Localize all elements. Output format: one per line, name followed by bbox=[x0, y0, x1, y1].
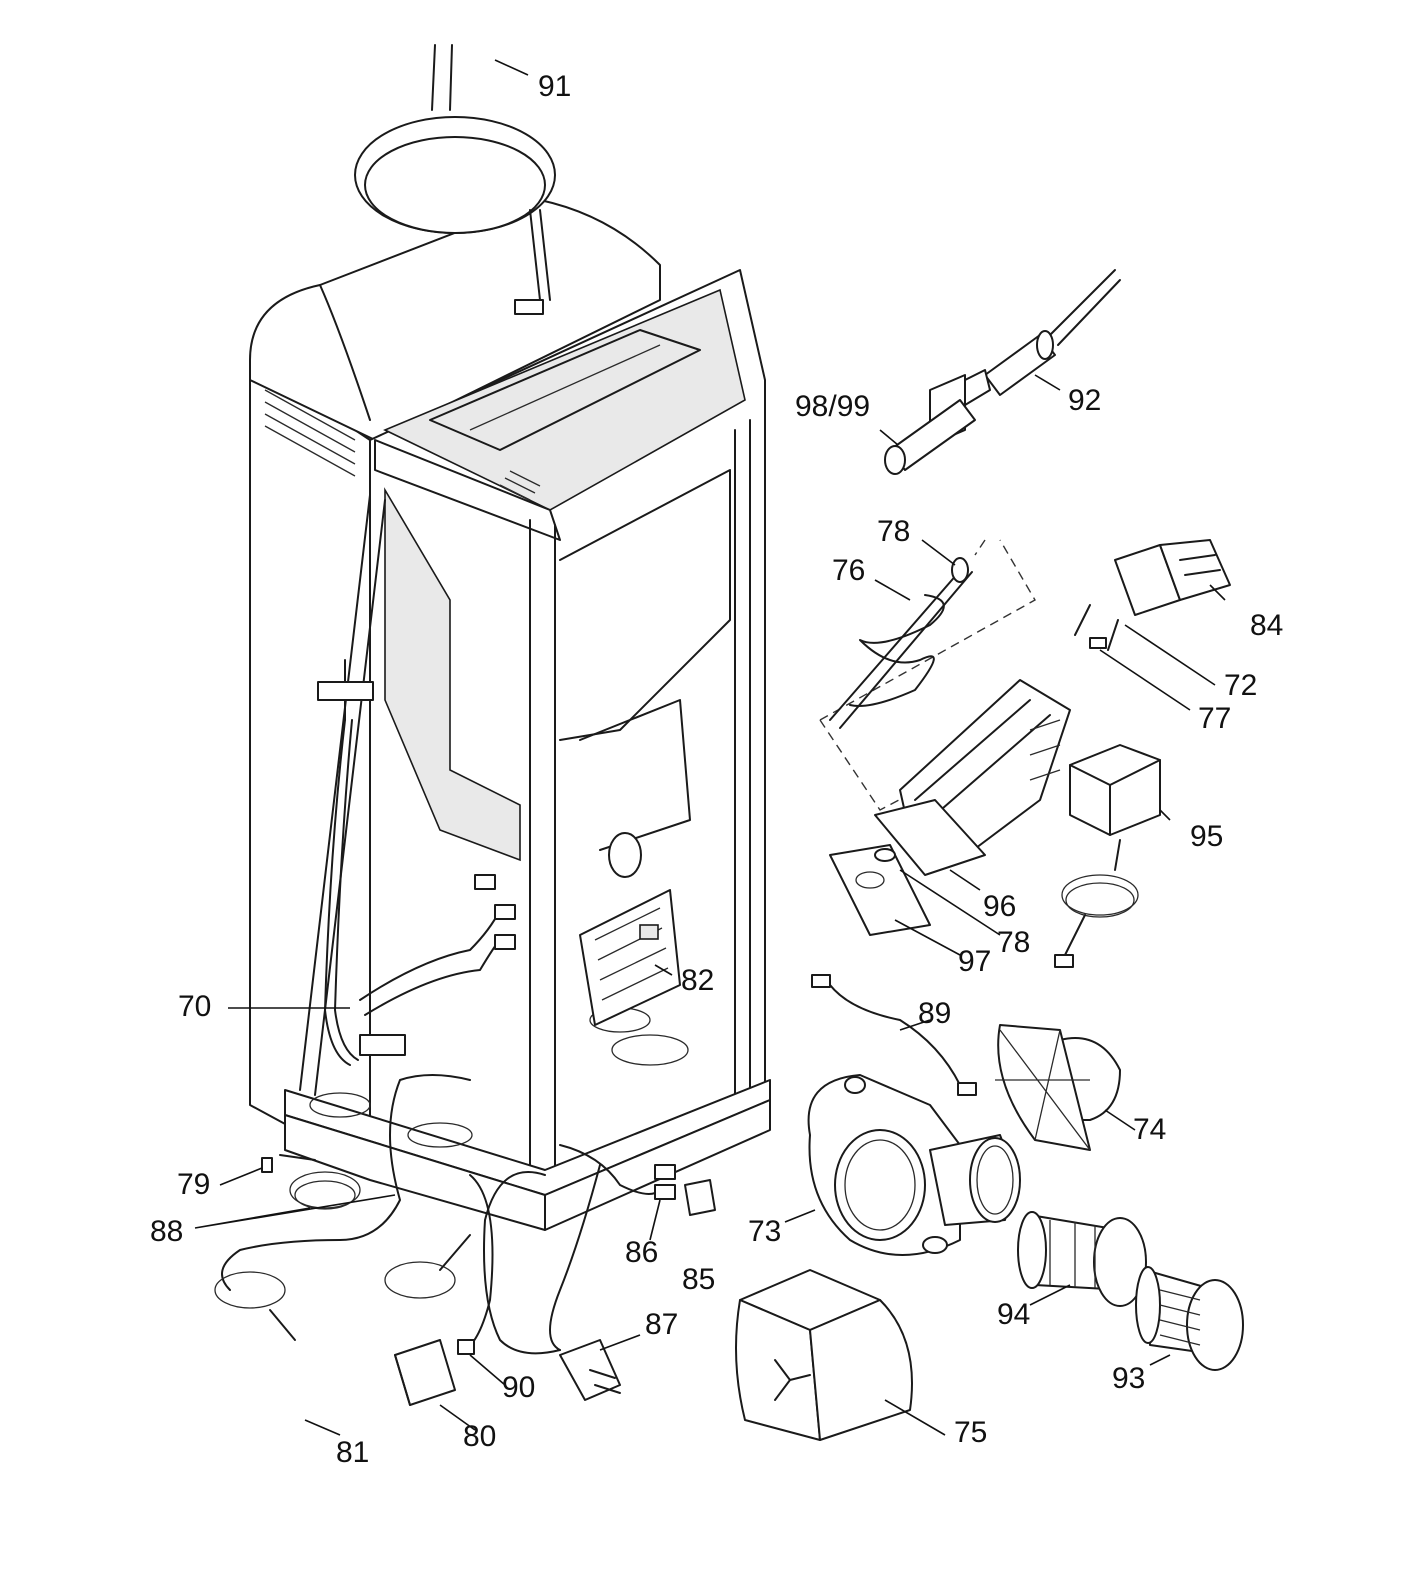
callout-94: 94 bbox=[997, 1298, 1031, 1331]
callout-98-99: 98/99 bbox=[795, 390, 871, 423]
callout-72: 72 bbox=[1224, 669, 1258, 702]
callout-84: 84 bbox=[1250, 609, 1284, 642]
part-88-sensors bbox=[214, 1074, 471, 1341]
callout-77: 77 bbox=[1198, 702, 1232, 735]
part-95-box bbox=[1054, 744, 1161, 968]
callout-78-bottom: 78 bbox=[997, 926, 1031, 959]
leader-lines bbox=[194, 59, 1226, 1436]
callout-95: 95 bbox=[1190, 820, 1224, 853]
callout-82: 82 bbox=[681, 964, 715, 997]
callout-90: 90 bbox=[502, 1371, 536, 1404]
callout-78-top: 78 bbox=[877, 515, 911, 548]
callout-81: 81 bbox=[336, 1436, 370, 1469]
part-80-module bbox=[394, 1174, 494, 1406]
callout-88: 88 bbox=[150, 1215, 184, 1248]
part-87-plug bbox=[483, 1144, 661, 1401]
callout-92: 92 bbox=[1068, 384, 1102, 417]
callout-76: 76 bbox=[832, 554, 866, 587]
part-76-auger-group bbox=[819, 539, 1231, 936]
callout-70: 70 bbox=[178, 990, 212, 1023]
part-75-fan bbox=[735, 1269, 913, 1441]
part-89-cable bbox=[811, 974, 977, 1096]
part-74-disk bbox=[995, 1024, 1121, 1151]
part-93-filter bbox=[1135, 1266, 1244, 1371]
callout-79: 79 bbox=[177, 1168, 211, 1201]
part-94-sleeve bbox=[1017, 1211, 1147, 1307]
part-92-igniter bbox=[884, 269, 1121, 475]
callout-75: 75 bbox=[954, 1416, 988, 1449]
callout-97: 97 bbox=[958, 945, 992, 978]
callout-74: 74 bbox=[1133, 1113, 1167, 1146]
callout-89: 89 bbox=[918, 997, 952, 1030]
part-85-86-switches bbox=[654, 1164, 716, 1216]
callout-73: 73 bbox=[748, 1215, 782, 1248]
callout-91: 91 bbox=[538, 70, 572, 103]
callout-93: 93 bbox=[1112, 1362, 1146, 1395]
part-82-board bbox=[579, 889, 681, 1026]
callout-86: 86 bbox=[625, 1236, 659, 1269]
part-70-harness bbox=[317, 659, 516, 1066]
callout-96: 96 bbox=[983, 890, 1017, 923]
callout-87: 87 bbox=[645, 1308, 679, 1341]
part-91-ring bbox=[354, 44, 556, 315]
stove-cabinet bbox=[249, 199, 771, 1231]
callout-80: 80 bbox=[463, 1420, 497, 1453]
part-73-blower bbox=[807, 1074, 1021, 1256]
callout-85: 85 bbox=[682, 1263, 716, 1296]
